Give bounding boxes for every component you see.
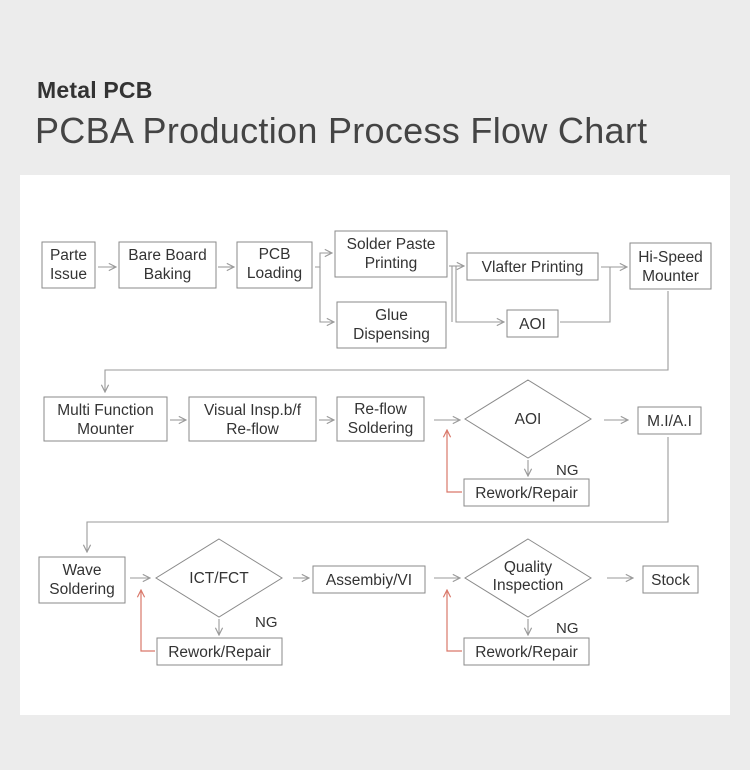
svg-text:Soldering: Soldering	[348, 420, 414, 437]
svg-text:Baking: Baking	[144, 266, 191, 283]
svg-text:Printing: Printing	[365, 255, 418, 272]
ng-label-3: NG	[556, 620, 579, 637]
ng-label-2: NG	[255, 614, 278, 631]
svg-text:Vlafter Printing: Vlafter Printing	[482, 259, 584, 276]
svg-text:M.I/A.I: M.I/A.I	[647, 413, 692, 430]
step-solder-paste-printing: Solder Paste Printing	[334, 230, 448, 278]
svg-text:AOI: AOI	[515, 411, 542, 428]
svg-text:Mounter: Mounter	[77, 421, 134, 438]
svg-text:Quality: Quality	[504, 559, 552, 576]
step-bare-board-baking: Bare Board Baking	[118, 241, 217, 289]
svg-text:Issue: Issue	[50, 266, 87, 283]
svg-text:Rework/Repair: Rework/Repair	[475, 485, 578, 502]
svg-text:Stock: Stock	[651, 572, 690, 589]
step-visual-insp: Visual Insp.b/f Re-flow	[188, 396, 317, 442]
svg-text:Re-flow: Re-flow	[354, 401, 407, 418]
step-rework-repair-1: Rework/Repair	[463, 478, 590, 507]
step-reflow-soldering: Re-flow Soldering	[336, 396, 425, 442]
svg-text:Parte: Parte	[50, 247, 87, 264]
svg-text:Rework/Repair: Rework/Repair	[475, 644, 578, 661]
svg-text:Dispensing: Dispensing	[353, 326, 430, 343]
svg-text:Loading: Loading	[247, 265, 302, 282]
step-assembly-vi: Assembiy/VI	[312, 565, 426, 594]
svg-text:Hi-Speed: Hi-Speed	[638, 249, 703, 266]
row3-connectors	[130, 578, 633, 652]
svg-text:Inspection: Inspection	[493, 577, 564, 594]
step-stock: Stock	[642, 565, 699, 594]
step-rework-repair-3: Rework/Repair	[463, 637, 590, 666]
step-pcb-loading: PCB Loading	[236, 241, 313, 289]
svg-text:Visual Insp.b/f: Visual Insp.b/f	[204, 402, 302, 419]
ng-label-1: NG	[556, 462, 579, 479]
svg-text:Rework/Repair: Rework/Repair	[168, 644, 271, 661]
step-rework-repair-2: Rework/Repair	[156, 637, 283, 666]
step-parte-issue: Parte Issue	[41, 241, 96, 289]
step-mi-ai: M.I/A.I	[637, 406, 702, 435]
svg-text:Assembiy/VI: Assembiy/VI	[326, 572, 412, 589]
svg-text:Glue: Glue	[375, 307, 408, 324]
step-vlafter-printing: Vlafter Printing	[466, 252, 599, 281]
subtitle: Metal PCB	[37, 77, 153, 103]
svg-text:PCB: PCB	[259, 246, 291, 263]
step-wave-soldering: Wave Soldering	[38, 556, 126, 604]
svg-text:Mounter: Mounter	[642, 268, 699, 285]
decision-quality-inspection: Quality Inspection	[464, 538, 592, 618]
row1-connectors	[98, 253, 669, 392]
svg-text:Bare Board: Bare Board	[128, 247, 206, 264]
step-aoi-1: AOI	[506, 309, 559, 338]
step-multi-function-mounter: Multi Function Mounter	[43, 396, 168, 442]
step-hi-speed-mounter: Hi-Speed Mounter	[629, 242, 712, 290]
svg-text:Re-flow: Re-flow	[226, 421, 279, 438]
decision-aoi: AOI	[464, 379, 592, 459]
svg-text:Wave: Wave	[62, 562, 101, 579]
svg-text:ICT/FCT: ICT/FCT	[189, 570, 249, 587]
decision-ict-fct: ICT/FCT	[155, 538, 283, 618]
svg-text:AOI: AOI	[519, 316, 546, 333]
page-title: PCBA Production Process Flow Chart	[35, 110, 648, 151]
row2-connectors	[87, 420, 669, 552]
svg-text:Solder Paste: Solder Paste	[347, 236, 436, 253]
step-glue-dispensing: Glue Dispensing	[336, 301, 447, 349]
svg-text:Soldering: Soldering	[49, 581, 115, 598]
svg-text:Multi Function: Multi Function	[57, 402, 153, 419]
